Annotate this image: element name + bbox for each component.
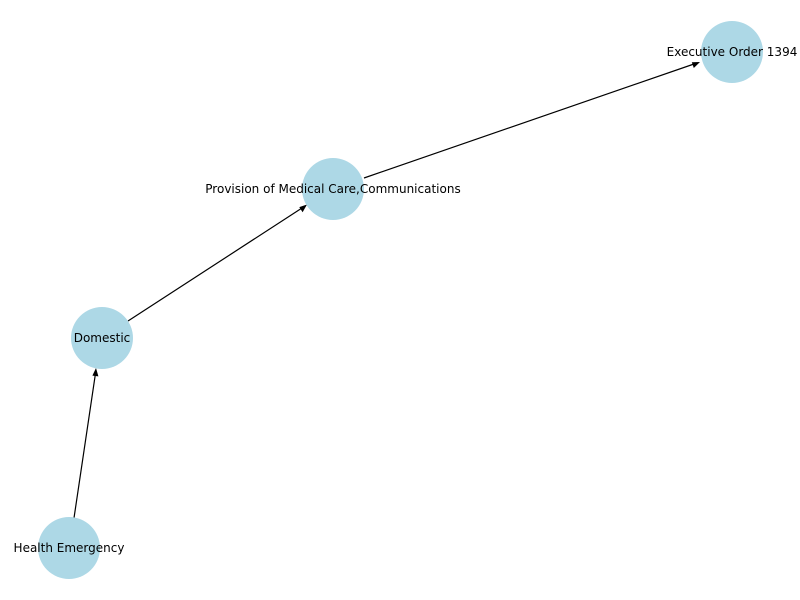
node-health-emergency: Health Emergency	[14, 517, 125, 579]
node-executive-order: Executive Order 1394	[667, 21, 798, 83]
arrow-head	[691, 62, 700, 68]
edge-line	[73, 373, 96, 519]
node-label: Provision of Medical Care,Communications	[205, 182, 460, 196]
arrow-head	[92, 368, 99, 377]
node-label: Executive Order 1394	[667, 45, 798, 59]
edge-line	[127, 207, 303, 322]
edges-layer	[73, 62, 700, 519]
edge-medical-care-to-executive-order	[363, 62, 700, 179]
node-label: Domestic	[74, 331, 131, 345]
node-circle	[701, 21, 763, 83]
edge-domestic-to-medical-care	[127, 204, 307, 322]
node-domestic: Domestic	[71, 307, 133, 369]
node-medical-care: Provision of Medical Care,Communications	[205, 158, 461, 220]
edge-line	[363, 63, 695, 179]
node-circle	[38, 517, 100, 579]
node-circle	[71, 307, 133, 369]
node-circle	[302, 158, 364, 220]
edge-health-emergency-to-domestic	[73, 368, 99, 519]
node-label: Health Emergency	[14, 541, 125, 555]
nodes-layer: Executive Order 1394 Provision of Medica…	[14, 21, 798, 579]
arrow-head	[299, 204, 307, 213]
